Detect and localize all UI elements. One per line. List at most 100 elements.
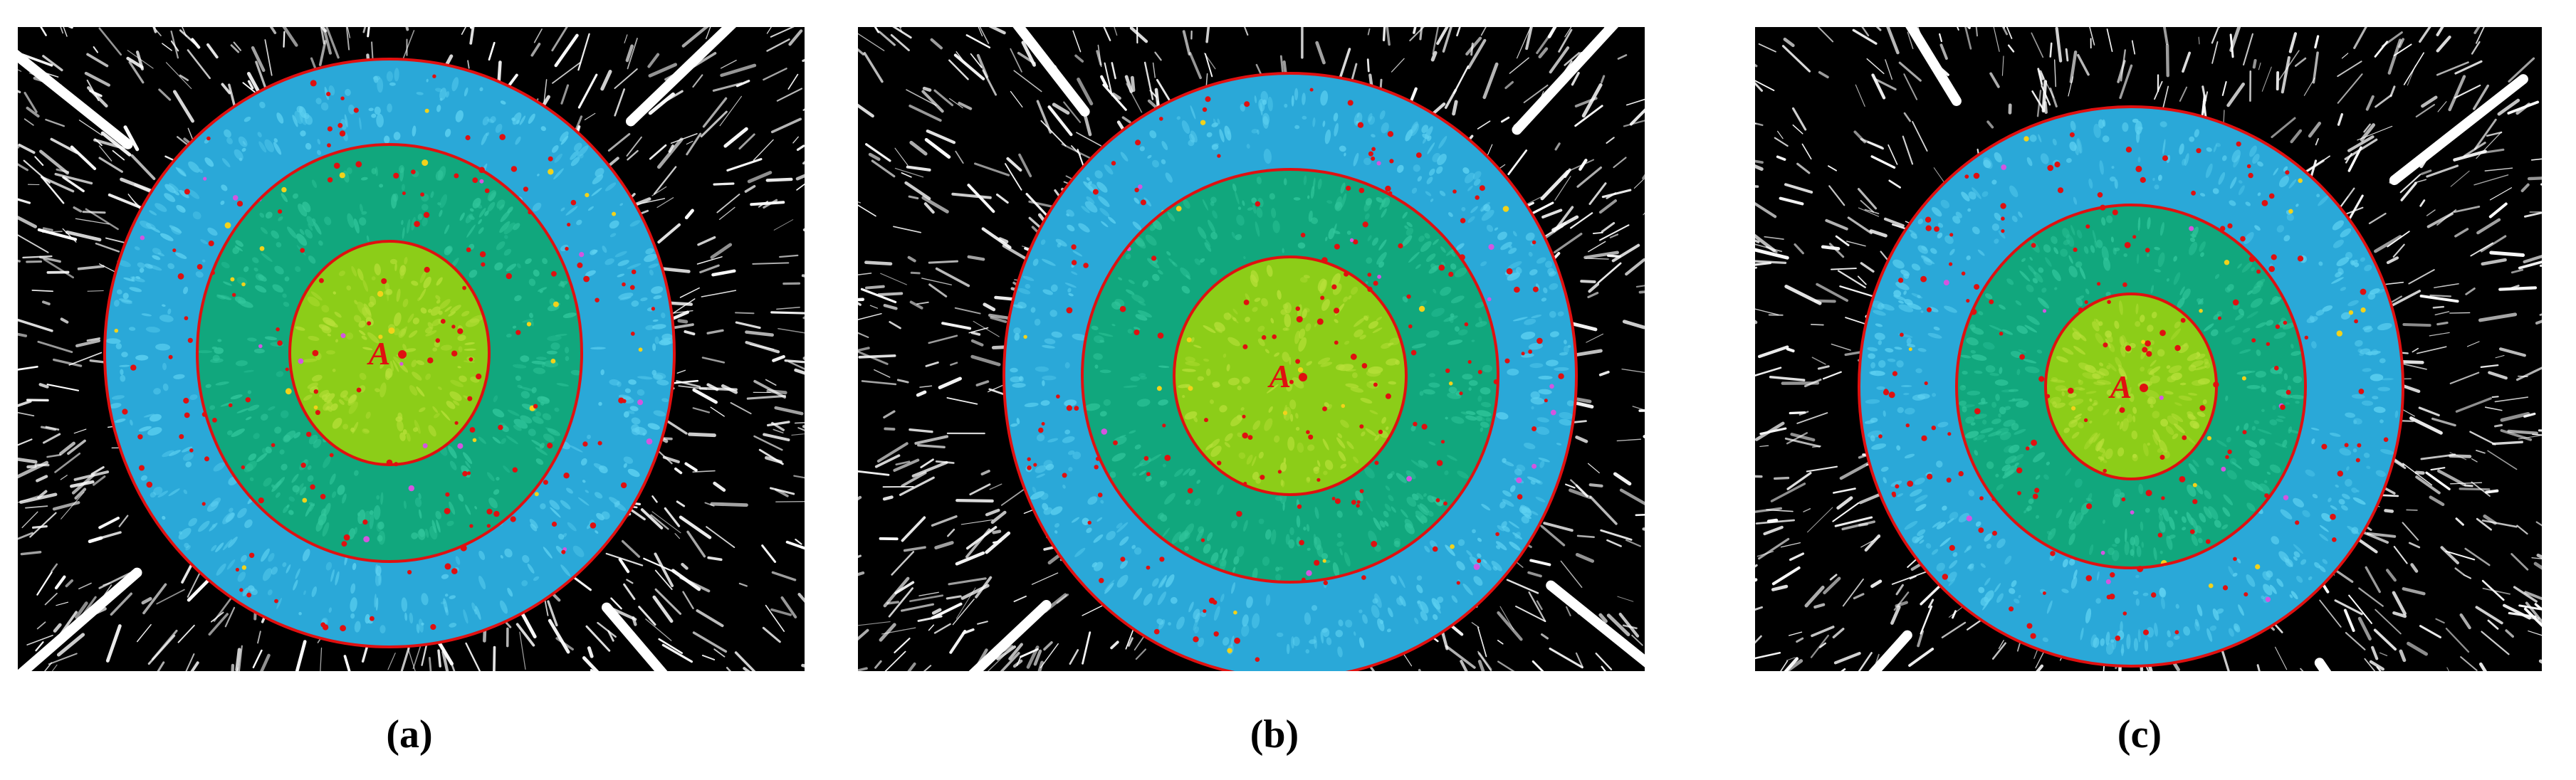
texture-blob xyxy=(1284,302,1292,314)
texture-blob xyxy=(1094,364,1099,369)
texture-blob xyxy=(1450,313,1455,318)
texture-blob xyxy=(469,208,474,212)
undefined xyxy=(1829,574,1838,581)
undefined xyxy=(1010,90,1023,108)
texture-blob xyxy=(1055,238,1067,247)
texture-blob xyxy=(537,396,550,404)
undefined xyxy=(582,656,600,671)
texture-blob xyxy=(1133,547,1142,555)
texture-blob xyxy=(430,191,434,199)
undefined xyxy=(343,655,351,671)
texture-blob xyxy=(317,149,321,156)
undefined xyxy=(18,143,36,154)
texture-blob xyxy=(1263,149,1272,164)
undefined xyxy=(2454,60,2483,75)
undefined xyxy=(56,168,70,174)
texture-blob xyxy=(408,330,418,338)
point-marker xyxy=(1242,432,1248,439)
point-marker xyxy=(177,273,184,280)
point-marker xyxy=(281,186,287,193)
point-marker xyxy=(1334,243,1340,250)
point-marker xyxy=(1477,369,1482,374)
panel-c-image: A xyxy=(1755,27,2542,671)
texture-blob xyxy=(1507,272,1521,281)
texture-blob xyxy=(532,416,544,424)
texture-blob xyxy=(421,593,429,606)
texture-blob xyxy=(1265,529,1272,540)
point-marker xyxy=(168,354,173,359)
undefined xyxy=(952,599,975,626)
undefined xyxy=(1831,268,1857,270)
undefined xyxy=(1907,31,1914,50)
texture-blob xyxy=(1274,352,1280,357)
undefined xyxy=(678,385,708,390)
point-marker xyxy=(201,502,206,506)
texture-blob xyxy=(2318,195,2329,206)
undefined xyxy=(1413,27,1417,34)
undefined xyxy=(1598,370,1610,376)
undefined xyxy=(2459,613,2471,630)
texture-blob xyxy=(1896,360,1904,368)
texture-blob xyxy=(2308,576,2313,581)
point-marker xyxy=(298,358,304,364)
undefined xyxy=(320,27,325,45)
undefined xyxy=(858,354,896,359)
undefined xyxy=(1480,27,1487,36)
undefined xyxy=(688,432,716,438)
undefined xyxy=(2001,27,2009,36)
texture-blob xyxy=(1035,465,1047,473)
texture-blob xyxy=(1472,529,1476,534)
undefined xyxy=(773,219,794,231)
undefined xyxy=(1182,30,1191,56)
texture-blob xyxy=(2157,174,2162,181)
point-marker xyxy=(1517,494,1523,500)
undefined xyxy=(1575,401,1594,409)
texture-blob xyxy=(1492,566,1497,571)
outer-boundary xyxy=(1002,72,1578,671)
point-marker xyxy=(230,277,235,282)
texture-blob xyxy=(1082,517,1089,526)
undefined xyxy=(2364,658,2376,671)
undefined xyxy=(928,283,948,297)
point-marker xyxy=(204,456,209,462)
texture-blob xyxy=(209,405,216,411)
point-marker xyxy=(1101,428,1108,435)
texture-blob xyxy=(299,228,305,236)
texture-blob xyxy=(1237,546,1245,557)
undefined xyxy=(858,312,882,320)
texture-blob xyxy=(140,475,147,481)
texture-blob xyxy=(550,507,561,518)
texture-blob xyxy=(1193,608,1200,620)
point-marker xyxy=(318,278,324,283)
texture-blob xyxy=(152,255,161,260)
undefined xyxy=(1047,105,1073,137)
undefined xyxy=(893,226,922,233)
point-marker xyxy=(1146,565,1151,570)
undefined xyxy=(318,40,327,66)
texture-blob xyxy=(1539,460,1545,468)
undefined xyxy=(894,637,911,653)
point-marker xyxy=(140,235,145,241)
undefined xyxy=(2365,95,2375,111)
undefined xyxy=(735,80,750,88)
outer-ring-texture xyxy=(1010,88,1575,658)
undefined xyxy=(45,118,65,127)
texture-blob xyxy=(623,463,627,468)
texture-blob xyxy=(268,553,275,562)
undefined xyxy=(1875,27,1882,31)
texture-blob xyxy=(1247,207,1253,211)
texture-blob xyxy=(1475,321,1487,327)
texture-blob xyxy=(450,305,461,313)
texture-blob xyxy=(1064,399,1077,407)
undefined xyxy=(1786,347,1795,353)
texture-blob xyxy=(1371,134,1376,138)
undefined xyxy=(2531,557,2542,559)
undefined xyxy=(1831,343,1851,351)
undefined xyxy=(367,27,370,38)
undefined xyxy=(2527,176,2542,181)
texture-blob xyxy=(1078,223,1090,233)
texture-blob xyxy=(1480,559,1492,571)
undefined xyxy=(720,59,737,69)
texture-blob xyxy=(2283,235,2290,242)
undefined xyxy=(233,41,242,51)
